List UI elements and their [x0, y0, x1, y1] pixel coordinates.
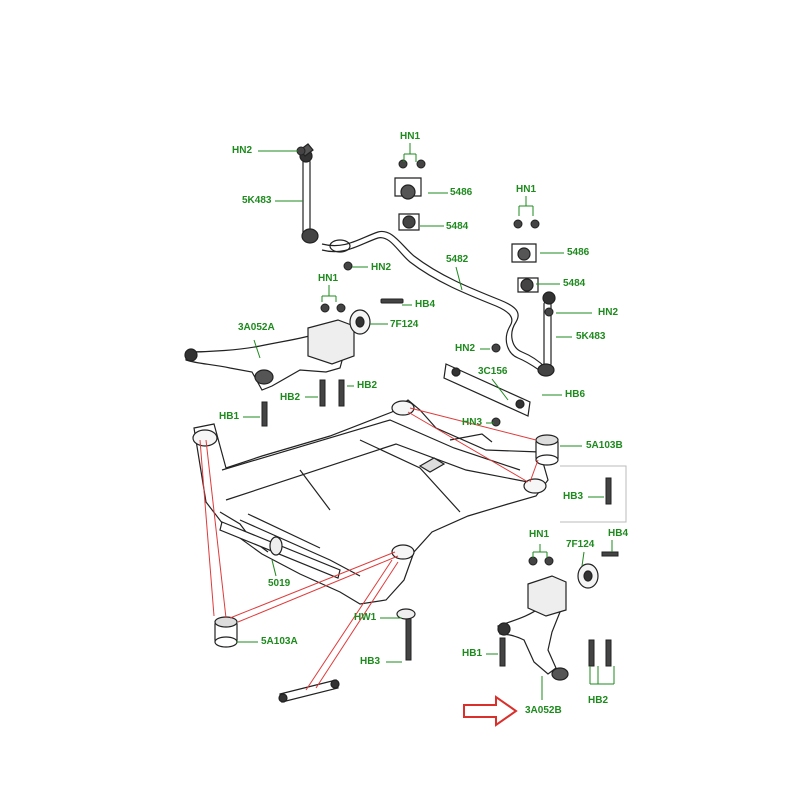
label-5482: 5482 — [446, 254, 469, 265]
bar-bushings — [394, 177, 539, 293]
label-hn2-mid: HN2 — [371, 262, 392, 273]
brace-3c156 — [443, 363, 531, 417]
label-7f124-lower: 7F124 — [566, 539, 595, 550]
label-hb1-right: HB1 — [462, 648, 483, 659]
callout-line — [199, 439, 215, 617]
label-hn2-top: HN2 — [232, 145, 253, 156]
subframe-bushings — [214, 434, 559, 648]
callout-line — [315, 561, 399, 689]
label-hn2-lower: HN2 — [455, 343, 476, 354]
label-5a103b: 5A103B — [586, 440, 623, 451]
label-5019: 5019 — [268, 578, 291, 589]
subframe — [192, 399, 549, 605]
label-hn1-left: HN1 — [318, 273, 339, 284]
label-hb6: HB6 — [565, 389, 586, 400]
leader-lines — [236, 143, 615, 700]
label-hn1-lower: HN1 — [529, 529, 550, 540]
label-hb3-right: HB3 — [563, 491, 584, 502]
stabilizer-link-left — [299, 143, 319, 244]
label-5486-right: 5486 — [567, 247, 590, 258]
stabilizer-link-right — [537, 291, 556, 377]
label-hn2-right: HN2 — [598, 307, 619, 318]
label-3a052a: 3A052A — [238, 322, 275, 333]
fasteners — [261, 146, 619, 667]
pointer-arrow-icon — [463, 695, 518, 727]
anti-roll-bar-5482 — [321, 230, 547, 373]
label-hb3-bottom: HB3 — [360, 656, 381, 667]
label-5486-center: 5486 — [450, 187, 473, 198]
label-hb2-left-a: HB2 — [280, 392, 301, 403]
label-hb2-bottom: HB2 — [588, 695, 609, 706]
label-hn1-right: HN1 — [516, 184, 537, 195]
label-hb1-left: HB1 — [219, 411, 240, 422]
label-hb2-left-b: HB2 — [357, 380, 378, 391]
label-7f124-top: 7F124 — [390, 319, 419, 330]
control-arm-right — [497, 563, 599, 681]
label-5484-right: 5484 — [563, 278, 586, 289]
callout-line — [229, 551, 396, 619]
label-hb4-lower: HB4 — [608, 528, 629, 539]
callout-line — [237, 555, 399, 623]
callout-line — [407, 411, 529, 483]
label-hn3: HN3 — [462, 417, 483, 428]
label-5k483-right: 5K483 — [576, 331, 606, 342]
label-hw1: HW1 — [354, 612, 377, 623]
label-hn1-center: HN1 — [400, 131, 421, 142]
callout-line — [305, 559, 393, 691]
callout-lines — [199, 407, 539, 691]
label-3a052b: 3A052B — [525, 705, 562, 716]
callout-line — [409, 407, 537, 441]
label-5a103a: 5A103A — [261, 636, 298, 647]
label-5484-center: 5484 — [446, 221, 469, 232]
hb3-bracket — [560, 465, 627, 523]
lower-link — [278, 679, 340, 703]
tube-5019 — [219, 521, 341, 579]
callout-line — [529, 459, 539, 483]
label-5k483-left: 5K483 — [242, 195, 272, 206]
label-hb4-top: HB4 — [415, 299, 436, 310]
control-arm-left — [184, 309, 371, 391]
label-3c156: 3C156 — [478, 366, 508, 377]
callout-line — [205, 439, 227, 619]
